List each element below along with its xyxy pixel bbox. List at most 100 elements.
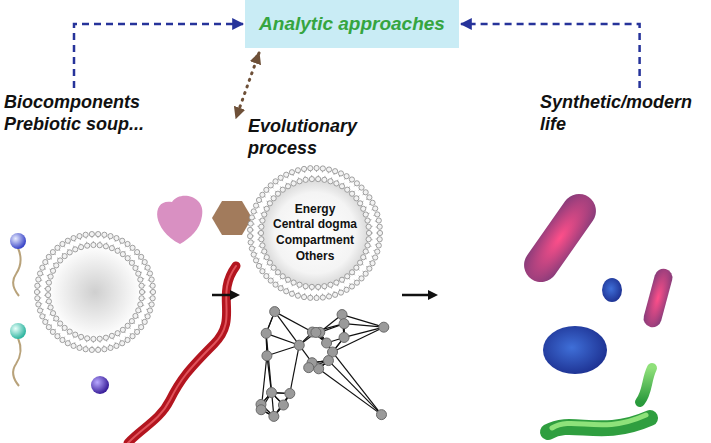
lipid-head xyxy=(280,187,285,192)
network-node xyxy=(376,410,386,420)
lipid-head xyxy=(150,296,155,301)
lipid-head xyxy=(264,206,269,211)
lipid-head xyxy=(114,236,119,241)
lipid-head xyxy=(147,308,152,313)
lipid-head xyxy=(91,336,96,341)
lipid-head xyxy=(328,179,333,184)
lipid-head xyxy=(370,200,375,205)
lipid-head xyxy=(43,319,48,324)
lipid-head xyxy=(54,316,59,321)
lipid-head xyxy=(367,195,372,200)
lipid-head xyxy=(377,224,382,229)
lipid-head xyxy=(295,168,300,173)
lipid-head xyxy=(48,305,53,310)
lipid-head xyxy=(67,250,72,255)
lipid-head xyxy=(259,224,264,229)
lipid-head xyxy=(359,276,364,281)
network-node xyxy=(339,332,349,342)
lipid-head xyxy=(115,248,120,253)
lipid-head xyxy=(96,231,101,236)
lipid-head xyxy=(136,271,141,276)
lipid-head xyxy=(361,255,366,260)
lipid-head xyxy=(96,347,101,352)
lipid-head xyxy=(326,294,331,299)
lipid-head xyxy=(85,243,90,248)
lipid-head xyxy=(260,192,265,197)
lipid-head xyxy=(248,221,253,226)
stage-label: Biocomponents Prebiotic soup... xyxy=(4,92,174,135)
lipid-head xyxy=(37,308,42,313)
lipid-head xyxy=(376,243,381,248)
lipid-head xyxy=(102,232,107,237)
network-node xyxy=(311,327,321,337)
network-node xyxy=(262,351,272,361)
lipid-head xyxy=(249,215,254,220)
arrow-head xyxy=(230,290,240,300)
lipid-head xyxy=(46,299,51,304)
lipid-head xyxy=(332,292,337,297)
network-link xyxy=(328,361,381,415)
lipid-head xyxy=(308,166,313,171)
lipid-head xyxy=(43,259,48,264)
network-link xyxy=(275,312,313,332)
lipid-head xyxy=(256,263,261,268)
lipid-head xyxy=(354,196,359,201)
curved-cell xyxy=(640,368,652,402)
vesicle-lumen xyxy=(48,245,142,339)
lipid-head xyxy=(150,283,155,288)
stage-title: Biocomponents Prebiotic soup... xyxy=(4,92,174,135)
lipid-head xyxy=(60,241,65,246)
lipid-head xyxy=(73,247,78,252)
lipid-head xyxy=(354,265,359,270)
lipid-head xyxy=(48,274,53,279)
lipid-head xyxy=(135,329,140,334)
lipid-head xyxy=(78,334,83,339)
network-node xyxy=(285,389,295,399)
lipid-head xyxy=(271,196,276,201)
lipid-head xyxy=(58,258,63,263)
lipid-head xyxy=(354,280,359,285)
lipid-head xyxy=(359,185,364,190)
lipid-head xyxy=(109,246,114,251)
lipid-head xyxy=(278,175,283,180)
lipid-head xyxy=(268,278,273,283)
lipid-head xyxy=(36,277,41,282)
lipid-head xyxy=(365,243,370,248)
analytic-box: Analytic approaches xyxy=(245,0,459,48)
lipid-head xyxy=(34,289,39,294)
lipid-head xyxy=(268,183,273,188)
lipid-head xyxy=(314,165,319,170)
lipid-head xyxy=(35,283,40,288)
lipid-head xyxy=(142,319,147,324)
network-node xyxy=(294,340,304,350)
box-title: Analytic approaches xyxy=(259,13,445,36)
rod-cell xyxy=(642,267,675,330)
lipid-head xyxy=(262,249,267,254)
lipid-head xyxy=(108,345,113,350)
lipid-head xyxy=(147,271,152,276)
lipid-head xyxy=(103,335,108,340)
lipid-head xyxy=(373,206,378,211)
lipid-head xyxy=(264,274,269,279)
dashed-arrow xyxy=(461,24,640,88)
lipid-head xyxy=(358,201,363,206)
lipid-head xyxy=(303,177,308,182)
lipid-head xyxy=(73,332,78,337)
process-arrow xyxy=(212,294,232,297)
lipid-head xyxy=(103,244,108,249)
lipid-head xyxy=(363,271,368,276)
coccus-cell xyxy=(602,278,622,302)
lipid-head xyxy=(373,255,378,260)
lipid-head xyxy=(271,265,276,270)
lipid-head xyxy=(354,181,359,186)
lipid-head xyxy=(46,254,51,259)
lipid-head xyxy=(62,254,67,259)
lipid-head xyxy=(247,227,252,232)
lipid-head xyxy=(284,172,289,177)
lipid-head xyxy=(133,313,138,318)
lipid-head xyxy=(125,241,130,246)
network-link xyxy=(275,312,300,346)
lipid-head xyxy=(10,323,26,339)
lipid-head xyxy=(264,255,269,260)
network-link xyxy=(290,345,299,393)
